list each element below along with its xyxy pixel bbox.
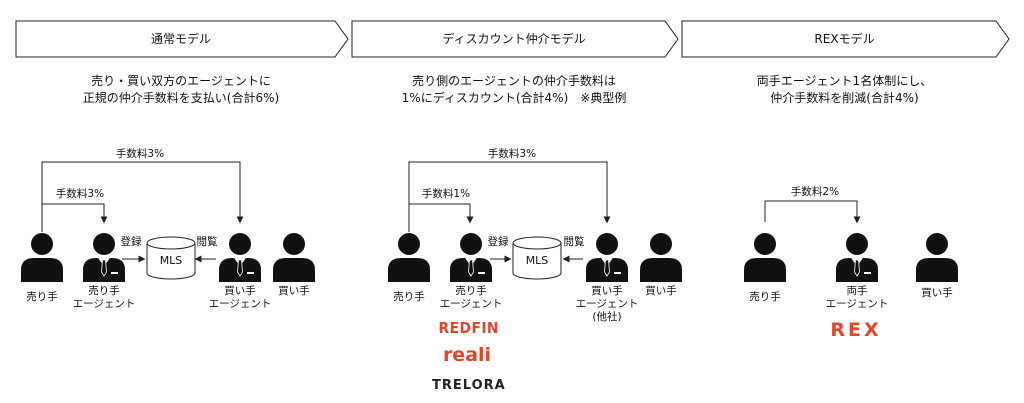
seller-person-icon [21,233,63,282]
trelora-logo: TRELORA [432,378,506,393]
header-label-normal: 通常モデル [150,32,211,46]
description-rex: 両手エージェント1名体制にし、 仲介手数料を削減(合計4%) [682,73,1007,107]
discount-fee-inner-line [409,203,474,224]
discount-seller-agent-label: 売り手 エージェント [436,285,506,311]
discount-seller-agent-line1: 売り手 [455,285,487,297]
normal-register-label: 登録 [120,236,142,248]
normal-buyer-agent-label: 買い手 エージェント [205,285,275,311]
discount-mls-label: MLS [525,254,549,267]
discount-browse-label: 閲覧 [563,236,585,248]
discount-buyer-agent-line1: 買い手 [591,285,623,297]
agent-person-icon [836,233,878,282]
agent-person-icon [83,233,125,282]
rex-agent-line1: 両手 [846,285,868,297]
discount-fee-outer-label: 手数料3% [487,148,537,160]
normal-fee-inner-line [42,203,108,224]
rex-fee-line [764,200,861,224]
rex-agent-line2: エージェント [825,298,889,310]
agent-person-icon [586,233,628,282]
normal-seller-agent-line2: エージェント [72,298,136,310]
discount-buyer-label: 買い手 [645,285,677,297]
normal-mls-label: MLS [159,254,183,267]
description-discount-line2: 1%にディスカウント(合計4%) ※典型例 [401,91,627,105]
normal-mls-database: MLS [146,236,196,280]
normal-buyer-label: 買い手 [278,285,310,297]
description-discount: 売り側のエージェントの仲介手数料は 1%にディスカウント(合計4%) ※典型例 [352,73,676,107]
discount-fee-inner-label: 手数料1% [421,188,471,200]
buyer-person-icon [916,233,958,282]
header-chevrons [15,20,1010,58]
description-normal: 売り・買い双方のエージェントに 正規の仲介手数料を支払い(合計6%) [16,73,346,107]
rex-seller-label: 売り手 [749,291,781,303]
normal-fee-outer-line [41,161,244,232]
database-icon [146,236,196,280]
discount-seller-label: 売り手 [393,291,425,303]
description-rex-line1: 両手エージェント1名体制にし、 [756,74,933,88]
normal-fee-inner-label: 手数料3% [55,188,105,200]
discount-register-label: 登録 [487,236,509,248]
normal-buyer-agent-line2: エージェント [208,298,272,310]
normal-browse-label: 閲覧 [196,236,218,248]
description-rex-line2: 仲介手数料を削減(合計4%) [770,91,919,105]
discount-mls-database: MLS [512,236,562,280]
rex-buyer-label: 買い手 [921,287,953,299]
description-normal-line2: 正規の仲介手数料を支払い(合計6%) [82,91,280,105]
header-label-discount: ディスカウント仲介モデル [442,32,586,46]
redfin-logo: REDFIN [438,319,499,337]
reali-logo: reali [442,344,492,366]
header-chevron-discount [351,20,679,58]
discount-buyer-agent-line3: (他社) [592,311,622,323]
rex-agent-label: 両手 エージェント [822,285,892,311]
normal-seller-agent-label: 売り手 エージェント [69,285,139,311]
header-label-rex: REXモデル [814,32,875,46]
normal-seller-agent-line1: 売り手 [88,285,120,297]
rex-logo: REX [830,319,882,341]
buyer-person-icon [640,233,682,282]
rex-fee-label: 手数料2% [790,186,840,198]
seller-person-icon [744,233,786,282]
database-icon [512,236,562,280]
normal-seller-label: 売り手 [26,291,58,303]
discount-seller-agent-line2: エージェント [439,298,503,310]
agent-person-icon [219,233,261,282]
discount-buyer-agent-label: 買い手 エージェント (他社) [572,285,642,324]
header-chevron-normal [15,20,349,58]
normal-buyer-agent-line1: 買い手 [224,285,256,297]
buyer-person-icon [273,233,315,282]
description-discount-line1: 売り側のエージェントの仲介手数料は [412,74,616,88]
description-normal-line1: 売り・買い双方のエージェントに [91,74,271,88]
agent-person-icon [450,233,492,282]
header-chevron-rex [681,20,1010,58]
seller-person-icon [388,233,430,282]
discount-buyer-agent-line2: エージェント [575,298,639,310]
normal-fee-outer-label: 手数料3% [115,148,165,160]
discount-fee-outer-line [408,161,611,232]
